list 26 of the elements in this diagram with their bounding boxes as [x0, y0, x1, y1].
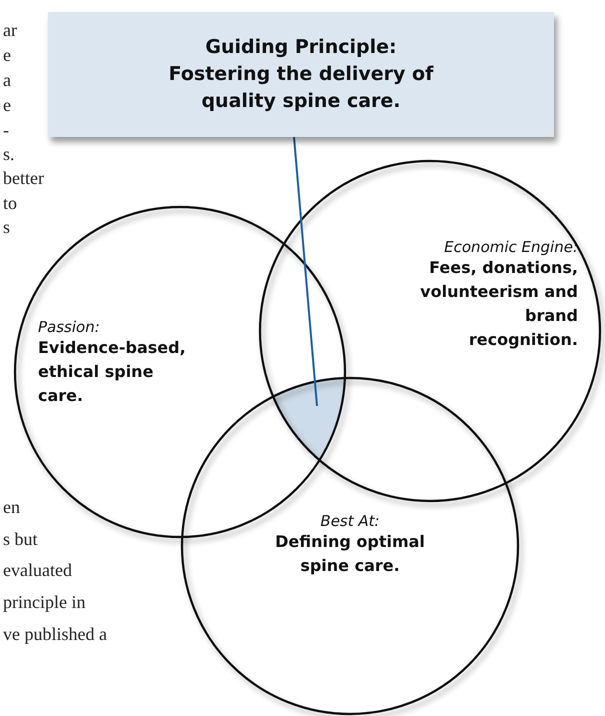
body-text-fragment: ar [3, 20, 17, 41]
body-text-fragment: en [3, 497, 20, 518]
body-text-fragment: e [3, 95, 11, 116]
circle-text: Fees, donations, volunteerism and brand recognition. [419, 257, 578, 351]
box-heading: Guiding Principle: [205, 35, 397, 60]
circle-heading: Economic Engine: [443, 238, 578, 256]
circle-heading: Passion: [38, 318, 101, 336]
circle-text: Evidence-based, ethical spine care. [38, 337, 187, 407]
venn-circle [258, 160, 602, 502]
body-text-fragment: - [3, 120, 9, 141]
body-text-fragment: to [3, 193, 18, 214]
body-text-fragment: evaluated [3, 560, 72, 581]
body-text-fragment: e [3, 45, 11, 66]
body-text-fragment: s. [3, 144, 15, 165]
body-text-fragment: better [3, 168, 44, 189]
box-text: Fostering the delivery of quality spine care. [168, 62, 434, 114]
body-text-fragment: ve published a [3, 624, 107, 645]
body-text-fragment: a [3, 70, 11, 91]
body-text-fragment: principle in [3, 592, 86, 613]
body-text-fragment: s but [3, 529, 38, 550]
principle-box [48, 12, 554, 137]
circle-heading: Best At: [319, 512, 381, 530]
body-text-fragment: s [3, 217, 10, 238]
leader-line [293, 136, 318, 406]
circle-text: Defining optimal spine care. [274, 531, 426, 577]
venn-circle [180, 376, 520, 716]
